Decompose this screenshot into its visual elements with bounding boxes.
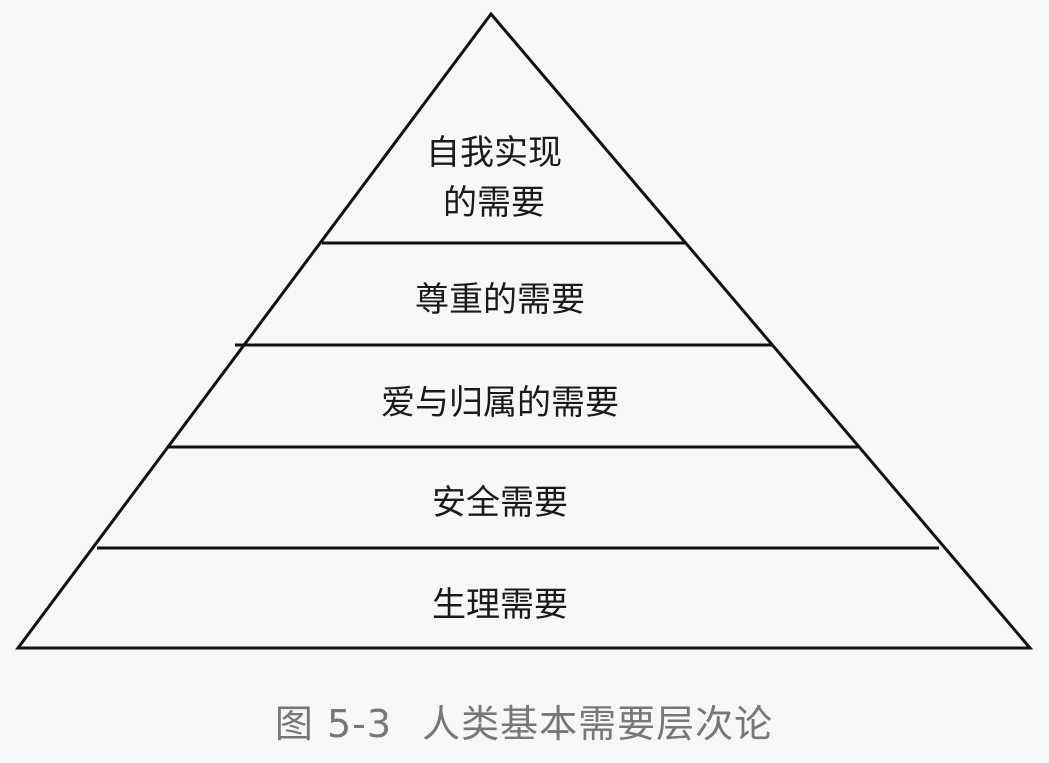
pyramid-outline <box>15 11 1034 650</box>
figure-number: 图 5-3 <box>274 702 393 746</box>
level-love-belonging: 爱与归属的需要 <box>381 383 619 423</box>
level-safety: 安全需要 <box>432 483 568 523</box>
level-self-actualization: 自我实现 的需要 <box>426 128 562 228</box>
level-esteem: 尊重的需要 <box>415 280 585 320</box>
level-self-actualization-line1: 自我实现 <box>426 133 562 173</box>
level-self-actualization-line2: 的需要 <box>443 183 545 223</box>
figure-title: 人类基本需要层次论 <box>422 702 774 746</box>
figure-caption: 图 5-3 人类基本需要层次论 <box>275 693 773 748</box>
level-physiological: 生理需要 <box>432 585 568 625</box>
